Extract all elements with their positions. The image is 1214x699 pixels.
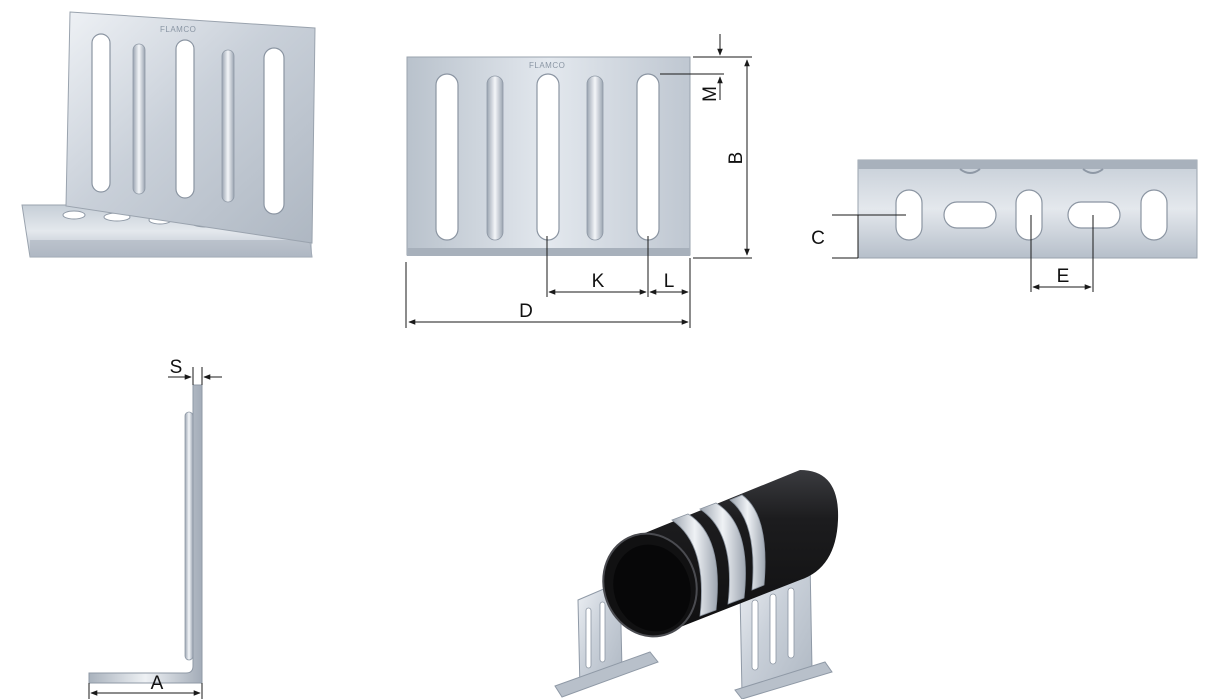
dimension-s: S [168,357,222,385]
dimension-b: B [693,56,752,259]
dimension-m: M [660,34,724,102]
dimension-e: E [1030,215,1094,292]
profile-rib [184,411,194,661]
dimension-a: A [88,673,203,699]
dimension-k-l: K L [546,236,691,328]
strip-holes [895,189,1168,241]
dimension-label-l: L [664,271,675,292]
pipe-support-assembly [554,470,839,699]
front-slots [435,73,660,241]
dimension-d: D [405,262,689,328]
dimension-label-d: D [519,301,533,322]
profile-shape [88,384,203,684]
brand-mark: FLAMCO [160,25,196,34]
dimension-label-b: B [726,152,747,165]
dimension-label-s: S [170,357,183,378]
bracket-front-view: FLAMCO B M K L D [405,34,752,328]
brand-mark-front: FLAMCO [529,61,565,70]
dimension-label-e: E [1057,266,1070,287]
dimension-label-m: M [700,86,721,102]
dimension-label-k: K [592,271,605,292]
front-ribs [486,75,604,241]
base-strip-view: C E [811,159,1198,292]
plate-ribs [132,43,235,203]
bracket-perspective-view: FLAMCO [21,11,316,258]
dimension-label-c: C [811,228,825,249]
dimension-c: C [811,214,906,259]
plate-slots [91,33,285,215]
clamp-bands [671,494,766,617]
dimension-label-a: A [151,673,164,694]
bracket-side-profile: S A [88,357,222,699]
